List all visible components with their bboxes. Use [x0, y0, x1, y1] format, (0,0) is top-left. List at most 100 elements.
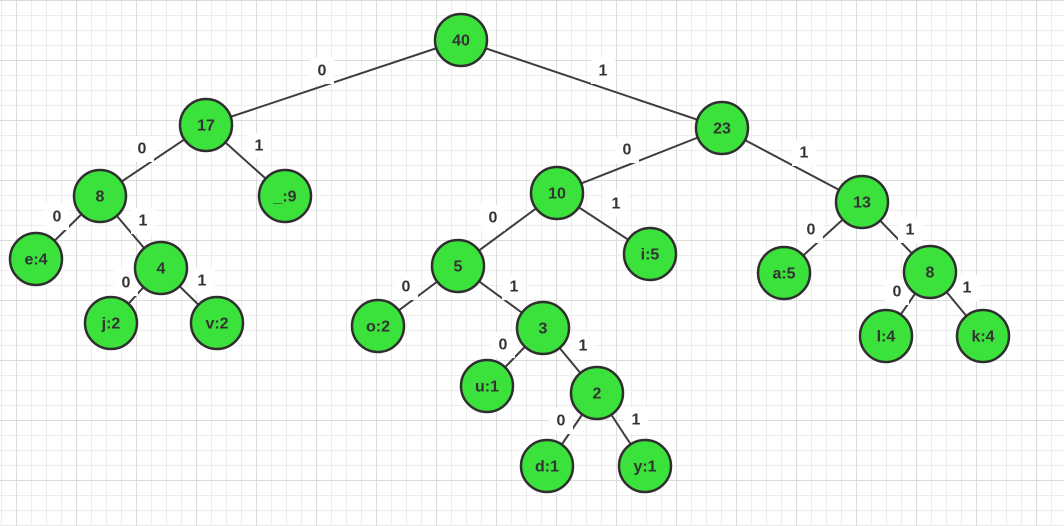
- tree-node-nSP9[interactable]: _:9: [257, 168, 313, 224]
- edge-bit-label-n10-n5[interactable]: 0: [481, 205, 505, 231]
- tree-node-nO2[interactable]: o:2: [350, 298, 406, 354]
- edge-label-bg: [114, 270, 138, 296]
- edge-label-text: 1: [800, 145, 809, 162]
- tree-node-nJ2[interactable]: j:2: [83, 295, 139, 351]
- edge-label-bg: [310, 58, 334, 84]
- edge-label-bg: [591, 58, 615, 84]
- edge-label-text: 0: [893, 284, 902, 301]
- tree-node-nD1[interactable]: d:1: [519, 438, 575, 494]
- node-value: 3: [539, 321, 548, 338]
- tree-node-n8R[interactable]: 8: [902, 244, 958, 300]
- tree-node-nU1[interactable]: u:1: [459, 358, 515, 414]
- node-circle: [519, 438, 575, 494]
- tree-node-nV2[interactable]: v:2: [189, 295, 245, 351]
- tree-node-n4[interactable]: 4: [133, 240, 189, 296]
- tree-node-n8L[interactable]: 8: [72, 168, 128, 224]
- node-circle: [133, 240, 189, 296]
- tree-node-n13[interactable]: 13: [834, 174, 890, 230]
- edge-label-bg: [502, 274, 526, 300]
- edge-label-text: 1: [579, 338, 588, 355]
- edge-label-bg: [604, 191, 628, 217]
- edge-bit-label-n3-nU1[interactable]: 0: [491, 332, 515, 358]
- node-value: l:4: [877, 329, 896, 346]
- edge-bit-label-n5-nO2[interactable]: 0: [394, 274, 418, 300]
- node-circle: [459, 358, 515, 414]
- edge-bit-label-n23-n10[interactable]: 0: [615, 137, 639, 163]
- edge-label-bg: [130, 136, 154, 162]
- edge-bit-label-n17-n8L[interactable]: 0: [130, 136, 154, 162]
- node-value: o:2: [366, 319, 390, 336]
- node-circle: [515, 300, 571, 356]
- edge-label-bg: [131, 208, 155, 234]
- edge-bit-label-n40-n17[interactable]: 0: [310, 58, 334, 84]
- node-value: 5: [454, 259, 463, 276]
- node-value: i:5: [641, 247, 660, 264]
- tree-node-nY1[interactable]: y:1: [617, 438, 673, 494]
- node-value: 13: [853, 195, 871, 212]
- tree-node-n3[interactable]: 3: [515, 300, 571, 356]
- edge-label-bg: [615, 137, 639, 163]
- node-value: _:9: [272, 189, 296, 206]
- edge-bit-label-n40-n23[interactable]: 1: [591, 58, 615, 84]
- tree-node-n10[interactable]: 10: [529, 165, 585, 221]
- tree-node-n40[interactable]: 40: [433, 12, 489, 68]
- edge-bit-label-n8R-nL4[interactable]: 0: [885, 279, 909, 305]
- tree-node-n5[interactable]: 5: [430, 238, 486, 294]
- node-circle: [902, 244, 958, 300]
- node-circle: [430, 238, 486, 294]
- node-circle: [569, 365, 625, 421]
- edge-label-bg: [624, 407, 648, 433]
- edge-bit-label-n8L-n4[interactable]: 1: [131, 208, 155, 234]
- node-value: 10: [548, 186, 566, 203]
- edge-bit-label-n13-nA5[interactable]: 0: [799, 217, 823, 243]
- node-circle: [83, 295, 139, 351]
- node-value: 23: [713, 121, 731, 138]
- node-circle: [617, 438, 673, 494]
- node-value: v:2: [205, 316, 228, 333]
- edge-bit-label-n5-n3[interactable]: 1: [502, 274, 526, 300]
- node-circle: [529, 165, 585, 221]
- tree-edge-n23-n10[interactable]: [556, 127, 723, 194]
- edge-label-bg: [394, 274, 418, 300]
- edge-bit-label-n8R-nK4[interactable]: 1: [955, 275, 979, 301]
- tree-node-nE4[interactable]: e:4: [8, 231, 64, 287]
- node-value: 17: [197, 118, 215, 135]
- edge-label-bg: [45, 204, 69, 230]
- tree-node-n23[interactable]: 23: [694, 100, 750, 156]
- node-circle: [433, 12, 489, 68]
- edge-bit-label-n3-n2[interactable]: 1: [571, 333, 595, 359]
- tree-node-nA5[interactable]: a:5: [756, 245, 812, 301]
- edge-label-text: 0: [623, 142, 632, 159]
- edge-label-bg: [491, 332, 515, 358]
- edge-bit-label-n2-nD1[interactable]: 0: [549, 408, 573, 434]
- tree-node-nL4[interactable]: l:4: [858, 308, 914, 364]
- edge-label-bg: [190, 268, 214, 294]
- edge-label-text: 1: [906, 222, 915, 239]
- tree-node-nI5[interactable]: i:5: [622, 226, 678, 282]
- edge-bit-label-n17-nSP9[interactable]: 1: [247, 133, 271, 159]
- node-value: 8: [926, 265, 935, 282]
- edge-bit-label-n13-n8R[interactable]: 1: [898, 217, 922, 243]
- edge-bit-label-n10-nI5[interactable]: 1: [604, 191, 628, 217]
- node-circle: [8, 231, 64, 287]
- edge-bit-label-n4-nJ2[interactable]: 0: [114, 270, 138, 296]
- edge-label-text: 1: [612, 196, 621, 213]
- node-value: 8: [96, 189, 105, 206]
- edge-label-text: 1: [139, 213, 148, 230]
- node-circle: [350, 298, 406, 354]
- edge-bit-label-n23-n13[interactable]: 1: [792, 140, 816, 166]
- edge-bit-label-n8L-nE4[interactable]: 0: [45, 204, 69, 230]
- node-value: j:2: [101, 316, 121, 333]
- edge-label-bg: [898, 217, 922, 243]
- edge-label-text: 0: [557, 413, 566, 430]
- node-value: e:4: [24, 252, 47, 269]
- edge-bit-label-n2-nY1[interactable]: 1: [624, 407, 648, 433]
- tree-node-n17[interactable]: 17: [178, 97, 234, 153]
- node-value: y:1: [633, 459, 656, 476]
- edge-bit-label-n4-nV2[interactable]: 1: [190, 268, 214, 294]
- node-circle: [756, 245, 812, 301]
- tree-node-nK4[interactable]: k:4: [955, 308, 1011, 364]
- tree-node-n2[interactable]: 2: [569, 365, 625, 421]
